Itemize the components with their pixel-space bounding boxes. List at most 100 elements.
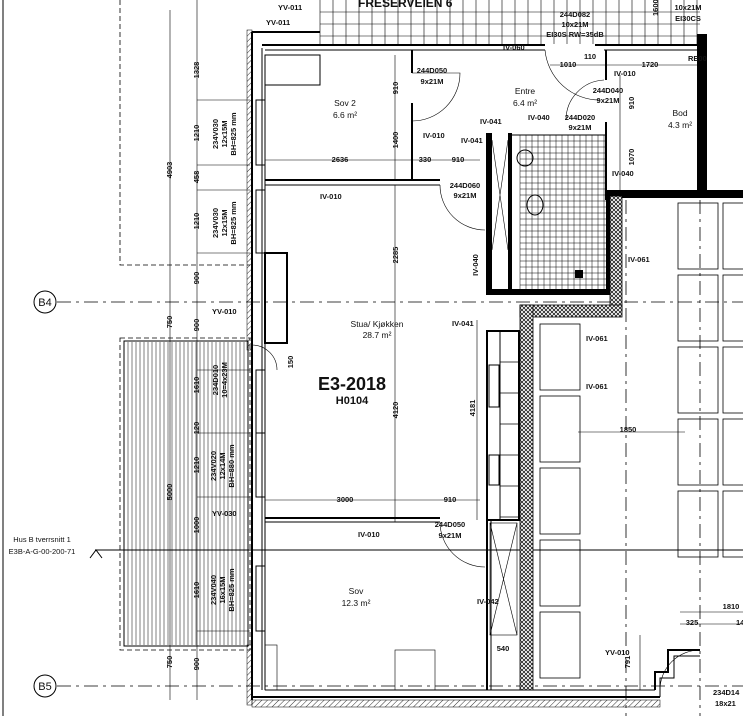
axis-label: B5 (38, 681, 51, 693)
wall-tag: RE00 (688, 54, 707, 63)
dimension-label: 900 (192, 658, 201, 671)
dimension-label: 150 (286, 356, 295, 369)
section-title: Hus B tverrsnitt 1 (13, 535, 71, 544)
wall-tag: IV-041 (461, 136, 483, 145)
wall-tag: IV-061 (628, 255, 650, 264)
storage-unit (722, 346, 743, 414)
window-size: 12x14M (218, 452, 227, 479)
room-name: Bod (672, 108, 687, 118)
roof-outline (119, 0, 250, 266)
storage-unit (722, 490, 743, 558)
wall-tag: IV-061 (586, 382, 608, 391)
door-tag: 244D082 10x21M EI30S RW=35dB (546, 10, 604, 39)
storage-unit (722, 202, 743, 270)
door-swings (251, 49, 701, 691)
toilet-icon (526, 194, 544, 216)
storage-unit (539, 323, 581, 391)
window-code: 234V040 (209, 575, 218, 605)
window-tag: 234V030 12x15M BH=825 mm (211, 201, 238, 244)
window-code: 234V020 (209, 451, 218, 481)
dimension-label: 910 (452, 155, 465, 164)
storage-unit (677, 418, 719, 486)
storage-unit (539, 395, 581, 463)
door-size: 9x21M (569, 123, 592, 132)
door-size: 9x21M (439, 531, 462, 540)
room-area: 12.3 m² (342, 598, 371, 608)
door-size: 9x21M (454, 191, 477, 200)
wall-tag: IV-061 (586, 334, 608, 343)
section-reference: Hus B tverrsnitt 1 E3B-A-G-00-200-71 (9, 535, 76, 556)
dimension-label: 2285 (391, 247, 400, 264)
wall-tag: IV-040 (471, 254, 480, 276)
dimension-label: 1070 (627, 149, 636, 166)
floor-drain-icon (575, 270, 583, 278)
window-size: 16x15M (218, 576, 227, 603)
dimension-label: 1810 (723, 602, 740, 611)
door-code: 234D14 (713, 688, 740, 697)
wall-tag: YV-011 (278, 3, 302, 12)
wall-tag: IV-041 (452, 319, 474, 328)
dimension-label: 1010 (560, 60, 577, 69)
exterior-paving-grid (319, 0, 700, 44)
street-name: FRESERVEIEN 6 (358, 0, 453, 10)
door-size: 10x21M (561, 20, 588, 29)
door-code: 244D082 (560, 10, 590, 19)
dimension-label: 4120 (391, 402, 400, 419)
wall-tag: IV-040 (528, 113, 550, 122)
dimension-label: 2636 (332, 155, 349, 164)
dimension-label: 325 (686, 618, 699, 627)
window-tag: 234V030 12x15M BH=825 mm (211, 112, 238, 155)
bathroom (486, 133, 610, 295)
dimension-label: 910 (391, 82, 400, 95)
window-sill: BH=825 mm (229, 112, 238, 155)
sink-icon (488, 364, 500, 408)
dimension-label: 1328 (192, 62, 201, 79)
door-tag: 234D010 10=4x23M (211, 362, 229, 398)
dimension-label: 1600 (651, 0, 660, 16)
insulated-walls (519, 195, 623, 691)
dimension-label: 3000 (337, 495, 354, 504)
door-size: 9x21M (421, 77, 444, 86)
window-code: 234V030 (211, 119, 220, 149)
dimension-label: 1400 (391, 132, 400, 149)
window-sill: BH=880 mm (227, 444, 236, 487)
door-size: 9x21M (597, 96, 620, 105)
grid-axis-b5: B5 (33, 674, 743, 698)
dimension-label: 146 (736, 618, 743, 627)
wall-tag: IV-010 (423, 131, 445, 140)
washbasin-icon (516, 149, 534, 167)
dimension-label: 1610 (192, 582, 201, 599)
dimension-label: 1210 (192, 125, 201, 142)
apartment-number: E3-2018 (318, 374, 386, 394)
room-area: 6.6 m² (333, 110, 357, 120)
grid-axis-b4: B4 (33, 290, 743, 314)
dimension-lines (169, 0, 743, 700)
storage-unit (539, 611, 581, 679)
wall-tag: IV-041 (480, 117, 502, 126)
room-name: Sov 2 (334, 98, 356, 108)
door-code: 234D010 (211, 365, 220, 395)
dimension-label: 458 (192, 171, 201, 184)
unit-id: H0104 (336, 395, 369, 407)
dimension-label: 120 (192, 422, 201, 435)
dimension-label: 4903 (165, 162, 174, 179)
dimension-label: 910 (627, 97, 636, 110)
wall-tag: YV-011 (266, 18, 290, 27)
room-area: 6.4 m² (513, 98, 537, 108)
dimension-label: 791 (623, 656, 632, 669)
section-marker (89, 549, 743, 559)
stove-icon (488, 454, 500, 486)
window-sill: BH=825 mm (227, 568, 236, 611)
wall-tag: IV-010 (614, 69, 636, 78)
room-area: 28.7 m² (363, 330, 392, 340)
dimension-label: 540 (497, 644, 510, 653)
storage-unit (539, 539, 581, 607)
door-code: 244D060 (450, 181, 480, 190)
window-size: 12x15M (220, 209, 229, 236)
dimension-label: 1210 (192, 213, 201, 230)
door-code: 244D020 (565, 113, 595, 122)
dimension-label: 330 (419, 155, 432, 164)
door-code: 244D050 (417, 66, 447, 75)
door-tag: 10x21M EI30CS (674, 3, 701, 23)
